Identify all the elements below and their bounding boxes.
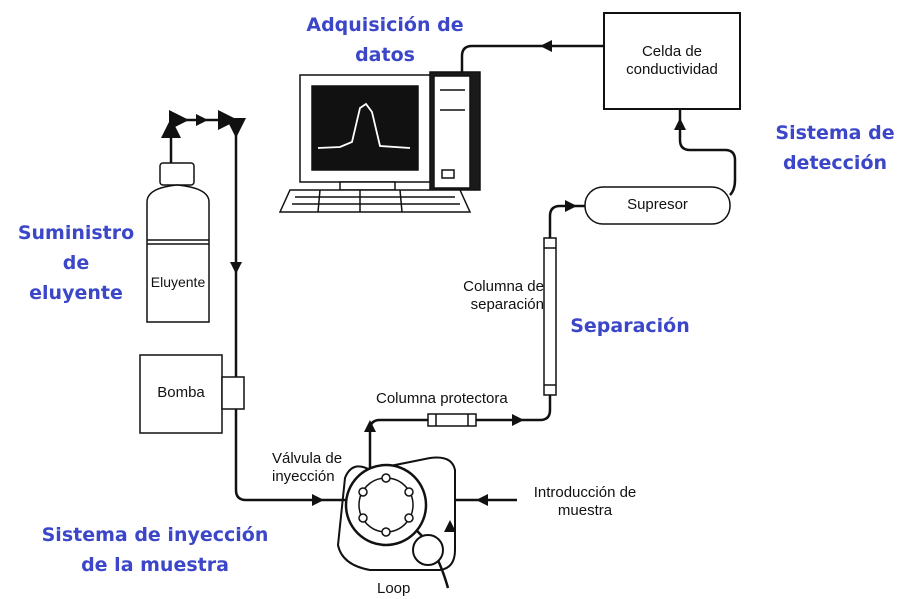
label-introduccion-line2: muestra bbox=[557, 502, 613, 519]
pump-head bbox=[221, 376, 245, 410]
label-loop: Loop bbox=[377, 580, 411, 597]
label-valvula-line1: Válvula de bbox=[272, 450, 343, 467]
flow-arrows bbox=[196, 40, 686, 532]
label-introduccion-muestra: Introducción de muestra bbox=[520, 484, 650, 520]
label-supresor: Supresor bbox=[627, 196, 688, 213]
section-inyeccion-line1: Sistema de inyección bbox=[41, 524, 269, 546]
label-introduccion-line1: Introducción de bbox=[533, 484, 637, 501]
guard-column bbox=[427, 413, 477, 427]
section-suministro-line2: de bbox=[62, 252, 90, 274]
section-suministro-line3: eluyente bbox=[29, 282, 123, 304]
section-deteccion-line2: detección bbox=[782, 152, 888, 174]
section-adquisicion-line1: Adquisición de bbox=[306, 14, 464, 36]
pump-box bbox=[139, 354, 223, 434]
separation-column bbox=[543, 237, 557, 396]
section-deteccion-line1: Sistema de bbox=[775, 122, 895, 144]
section-sistema-deteccion: Sistema de detección bbox=[765, 118, 905, 178]
label-columna-separacion-line2: separación bbox=[470, 296, 544, 313]
computer-icon bbox=[278, 71, 481, 213]
section-adquisicion-line2: datos bbox=[355, 44, 415, 66]
section-inyeccion-line2: de la muestra bbox=[81, 554, 229, 576]
label-columna-protectora: Columna protectora bbox=[376, 390, 508, 407]
conductivity-cell-box bbox=[603, 12, 741, 110]
eluent-bottle-icon bbox=[146, 162, 210, 323]
section-sistema-inyeccion: Sistema de inyección de la muestra bbox=[20, 520, 290, 580]
valve-ports bbox=[358, 473, 414, 537]
label-eluyente: Eluyente bbox=[150, 274, 206, 290]
label-celda-line2: conductividad bbox=[626, 61, 718, 78]
label-bomba: Bomba bbox=[157, 384, 205, 401]
label-valvula-line2: inyección bbox=[272, 468, 335, 485]
label-celda-line1: Celda de bbox=[641, 43, 703, 60]
label-columna-separacion: Columna de separación bbox=[448, 278, 544, 314]
section-suministro-eluyente: Suministro de eluyente bbox=[6, 218, 146, 308]
section-separacion: Separación bbox=[570, 315, 690, 337]
label-columna-separacion-line1: Columna de bbox=[463, 278, 544, 295]
section-adquisicion-datos: Adquisición de datos bbox=[285, 10, 485, 70]
injection-valve-icon bbox=[336, 456, 456, 571]
section-suministro-line1: Suministro bbox=[17, 222, 135, 244]
label-valvula-inyeccion: Válvula de inyección bbox=[272, 450, 342, 486]
label-celda-conductividad: Celda de conductividad bbox=[604, 43, 740, 79]
